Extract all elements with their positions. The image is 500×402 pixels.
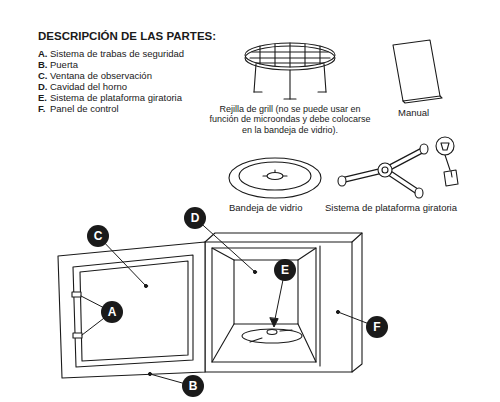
- part-description: Sistema de trabas de seguridad: [50, 49, 184, 60]
- callout-circle: C: [87, 225, 109, 247]
- callout-circle: F: [366, 316, 388, 338]
- callout-circle: B: [182, 375, 204, 397]
- turntable-caption: Sistema de plataforma giratoria: [325, 203, 457, 214]
- microwave-body: [205, 233, 362, 372]
- grill-caption: Rejilla de grill (no se puede usar en fu…: [206, 104, 374, 135]
- callout-circle: E: [274, 259, 296, 281]
- turntable-support: [338, 137, 458, 198]
- tray-caption: Bandeja de vidrio: [229, 203, 302, 214]
- microwave-door: [58, 242, 205, 378]
- part-description: Panel de control: [50, 104, 119, 115]
- part-letter: C.: [38, 71, 48, 82]
- part-description: Sistema de plataforma giratoria: [50, 93, 182, 104]
- part-letter: F.: [38, 104, 45, 115]
- leader-lines: [81, 218, 377, 386]
- callout-letter: B: [189, 380, 198, 392]
- callout-letter: A: [108, 306, 117, 318]
- callout-circle: D: [184, 207, 206, 229]
- callout-letter: D: [191, 212, 200, 224]
- part-letter: D.: [38, 82, 48, 93]
- manual-book: [393, 40, 442, 103]
- callout-letter: E: [281, 264, 289, 276]
- part-letter: A.: [38, 49, 48, 60]
- part-description: Puerta: [50, 60, 78, 71]
- part-letter: B.: [38, 60, 48, 71]
- manual-caption: Manual: [398, 108, 429, 119]
- part-description: Ventana de observación: [50, 71, 152, 82]
- callout-letter: F: [373, 321, 380, 333]
- part-letter: E.: [38, 93, 47, 104]
- callout-circle: A: [101, 301, 123, 323]
- callout-letter: C: [94, 230, 103, 242]
- glass-tray: [229, 158, 321, 198]
- title: DESCRIPCIÓN DE LAS PARTES:: [38, 30, 216, 43]
- grill-rack: [245, 43, 335, 99]
- part-description: Cavidad del horno: [50, 82, 127, 93]
